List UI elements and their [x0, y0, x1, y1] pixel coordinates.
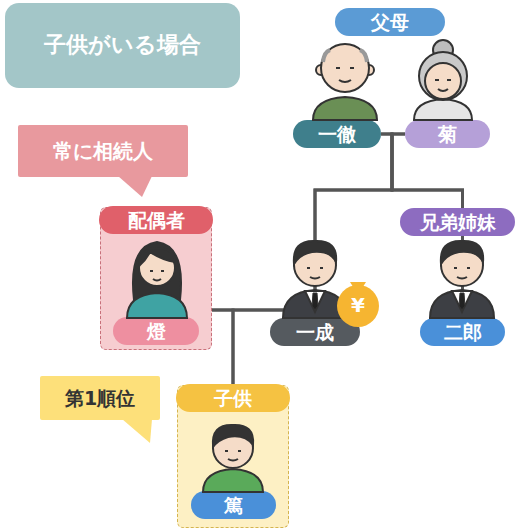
name-pill: 二郎	[420, 318, 505, 346]
node-text: 一成	[296, 322, 334, 343]
mother-figure	[414, 40, 472, 120]
name-pill: 燈	[113, 317, 199, 345]
father-figure	[313, 44, 377, 120]
group-heading: 配偶者	[99, 206, 213, 234]
group-box: 子供篤	[177, 385, 289, 528]
node-text: 篤	[224, 495, 243, 516]
person-figure	[283, 241, 347, 318]
money-bag	[337, 282, 379, 327]
spouse-figure	[127, 242, 187, 318]
name-pill: 菊	[405, 120, 490, 148]
name-pill: 兄弟姉妹	[400, 208, 515, 236]
callout-box: 第1順位	[40, 376, 160, 420]
group-box: 配偶者燈	[100, 207, 212, 350]
node-text: 第1順位	[65, 388, 135, 409]
node-text: 燈	[147, 321, 166, 342]
family-line	[212, 310, 233, 385]
group-heading: 子供	[176, 384, 290, 412]
node-text: 一徹	[318, 124, 356, 145]
family-line	[315, 134, 392, 318]
node-text: 菊	[438, 124, 457, 145]
name-pill: 篤	[191, 491, 276, 519]
currency-symbol: ¥	[343, 292, 373, 318]
callout-tail	[122, 419, 152, 443]
node-text: 常に相続人	[53, 140, 153, 162]
node-text: 父母	[371, 12, 409, 33]
name-pill: 一成	[270, 318, 360, 346]
child-figure	[203, 425, 263, 492]
callout-tail	[118, 176, 152, 197]
node-text: 兄弟姉妹	[420, 212, 496, 233]
node-text: 二郎	[444, 322, 482, 343]
callout-box: 常に相続人	[18, 125, 188, 177]
person-figure	[430, 241, 494, 318]
title-box: 子供がいる場合	[5, 3, 240, 88]
name-pill: 一徹	[293, 120, 381, 148]
title-text: 子供がいる場合	[44, 33, 201, 57]
name-pill: 父母	[335, 8, 445, 36]
